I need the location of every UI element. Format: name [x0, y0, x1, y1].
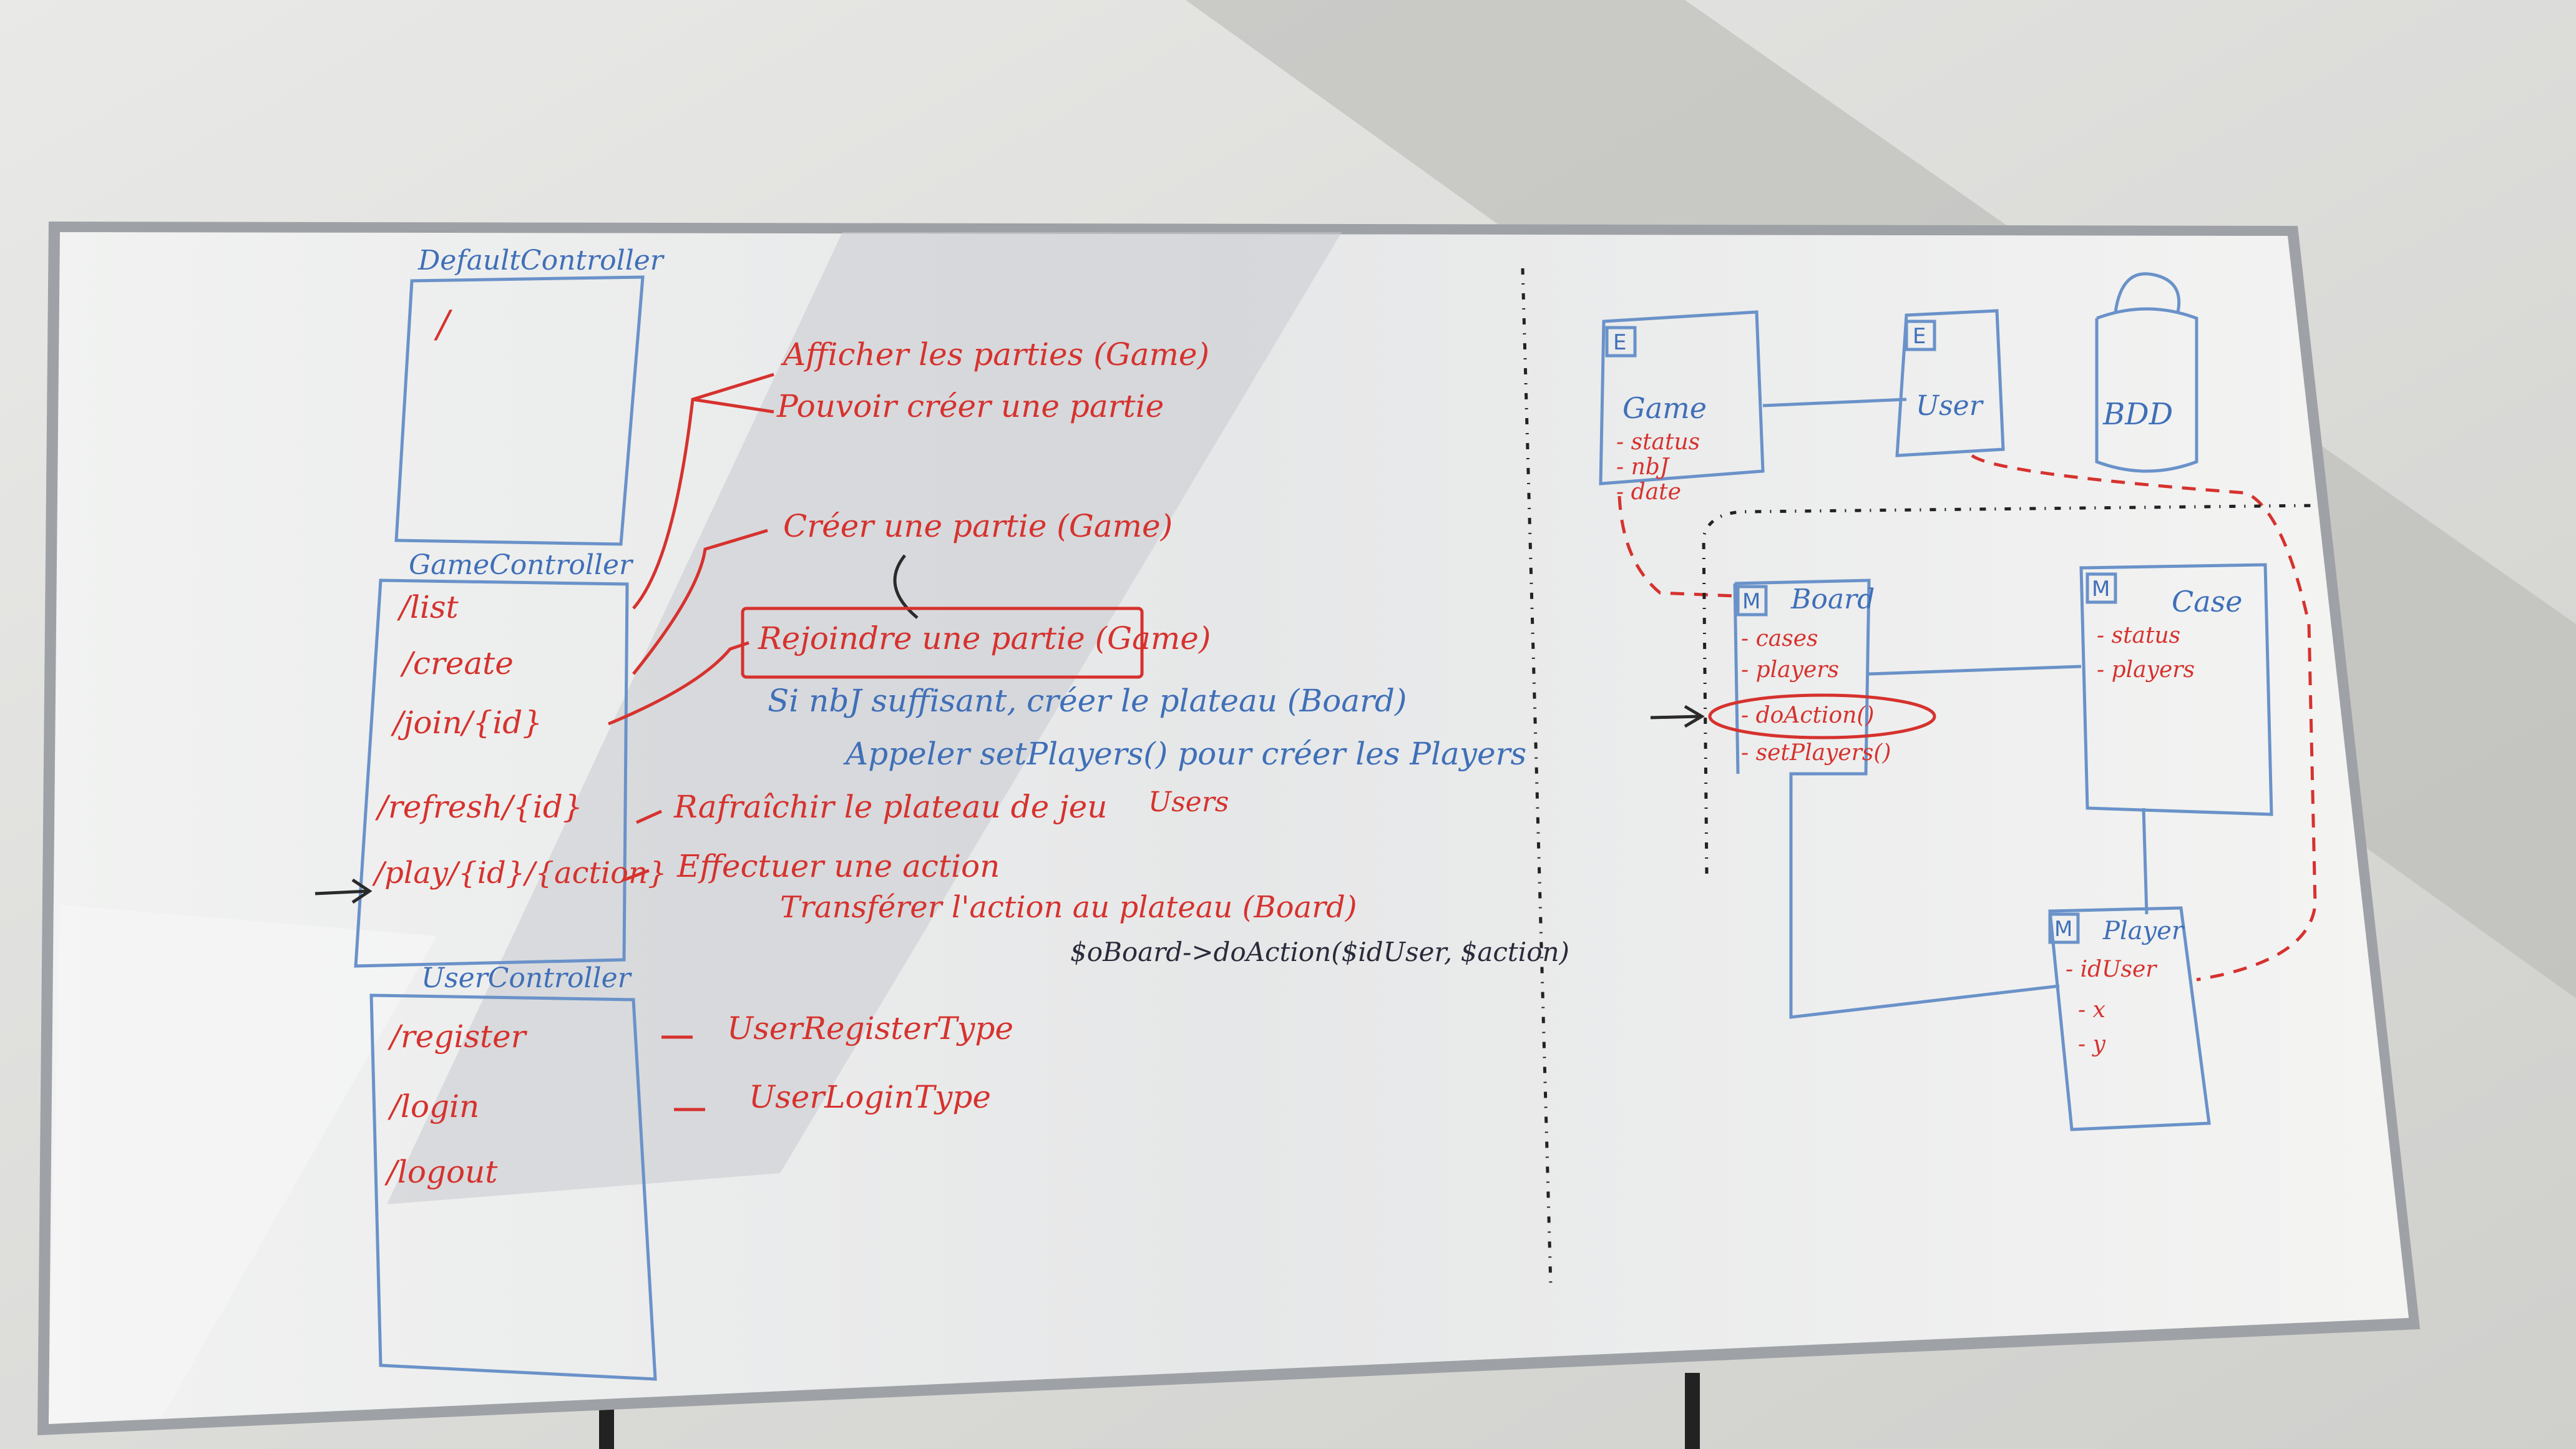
- user-entity-tag: E: [1913, 324, 1926, 349]
- route-create: /create: [400, 645, 514, 681]
- note-play-3: $oBoard->doAction($idUser, $action): [1070, 937, 1569, 967]
- arrow-list-notes: [632, 373, 774, 610]
- user-entity-title: User: [1916, 390, 1984, 422]
- note-join-1: Rejoindre une partie (Game): [758, 620, 1211, 656]
- game-entity-tag-box: [1605, 326, 1637, 358]
- arrow-refresh-notes: [635, 809, 663, 824]
- route-join: /join/{id}: [391, 705, 542, 741]
- game-entity-tag: E: [1613, 330, 1626, 355]
- player-field-y: - y: [2078, 1032, 2106, 1057]
- note-play-2: Transférer l'action au plateau (Board): [780, 890, 1357, 925]
- user-controller-box: [369, 993, 657, 1381]
- note-join-4: Users: [1148, 786, 1229, 818]
- doaction-arrow: [1650, 705, 1705, 728]
- board-doaction-highlight: [1708, 693, 1936, 739]
- case-model-tag: M: [2092, 577, 2110, 602]
- game-entity-title: Game: [1622, 391, 1707, 425]
- note-create-1: Créer une partie (Game): [783, 508, 1173, 544]
- player-model-box: [2048, 906, 2211, 1131]
- note-refresh-1: Rafraîchir le plateau de jeu: [673, 789, 1107, 825]
- player-field-iduser: - idUser: [2066, 957, 2157, 982]
- join-note-box: [741, 607, 1144, 679]
- game-entity-box: [1599, 310, 1765, 485]
- board-field-players: - players: [1741, 657, 1839, 683]
- game-field-status: - status: [1616, 429, 1700, 455]
- arrow-create-notes: [632, 529, 768, 675]
- board-method-doaction: - doAction(): [1741, 703, 1874, 728]
- game-field-nbj: - nbJ: [1616, 454, 1671, 480]
- note-register-type: UserRegisterType: [727, 1010, 1013, 1046]
- route-play: /play/{id}/{action}: [372, 856, 667, 890]
- board-model-tag: M: [1742, 589, 1760, 614]
- case-model-title: Case: [2172, 585, 2242, 618]
- note-play-1: Effectuer une action: [676, 848, 1000, 884]
- game-controller-box: [354, 578, 629, 968]
- arrow-play-notes: [623, 869, 650, 882]
- note-list-1: Afficher les parties (Game): [781, 336, 1209, 373]
- bdd-label: BDD: [2102, 397, 2173, 432]
- user-controller-title: UserController: [421, 962, 633, 994]
- case-model-tag-box: [2086, 572, 2117, 604]
- case-player-link: [2142, 807, 2149, 915]
- play-marker-arrow: [315, 878, 373, 904]
- note-join-3: Appeler setPlayers() pour créer les Play…: [843, 736, 1526, 772]
- board-model-left-edge: [1733, 583, 1740, 774]
- note-create-hook: [893, 554, 919, 619]
- note-login-type: UserLoginType: [749, 1079, 991, 1115]
- route-refresh: /refresh/{id}: [375, 789, 583, 825]
- arrow-join-notes: [608, 641, 749, 726]
- board-field-cases: - cases: [1741, 626, 1818, 651]
- player-model-title: Player: [2102, 917, 2185, 945]
- game-board-dashed-link: [1617, 495, 1735, 598]
- bright-area: [49, 905, 437, 1424]
- route-register: /register: [388, 1018, 528, 1055]
- game-field-date: - date: [1616, 479, 1681, 505]
- case-field-players: - players: [2097, 657, 2195, 683]
- default-controller-box: [394, 275, 645, 546]
- bdd-cylinder: [2095, 272, 2198, 473]
- board-case-link: [1868, 665, 2082, 676]
- case-model-box: [2079, 563, 2273, 816]
- board-model-box: [1734, 578, 2060, 1019]
- user-entity-tag-box: [1905, 320, 1936, 351]
- user-entity-box: [1895, 309, 2005, 457]
- stand-leg-right: [1685, 1373, 1700, 1449]
- default-controller-title: DefaultController: [417, 245, 665, 276]
- board-model-tag-box: [1736, 585, 1768, 617]
- player-field-x: - x: [2078, 997, 2105, 1023]
- player-model-tag: M: [2054, 917, 2072, 942]
- case-field-status: - status: [2097, 623, 2180, 648]
- route-login: /login: [388, 1088, 479, 1125]
- light-streak: [387, 232, 1342, 1204]
- route-list: /list: [397, 589, 459, 625]
- board-model-title: Board: [1790, 583, 1875, 615]
- game-user-link: [1762, 398, 1907, 407]
- player-model-tag-box: [2048, 912, 2080, 944]
- note-join-2: Si nbJ suffisant, créer le plateau (Boar…: [768, 683, 1407, 719]
- note-list-2: Pouvoir créer une partie: [776, 388, 1164, 424]
- game-controller-title: GameController: [409, 549, 634, 581]
- user-player-dashed-link: [1971, 454, 2317, 982]
- board-method-setplayers: - setPlayers(): [1741, 740, 1891, 766]
- route-logout: /logout: [384, 1154, 498, 1190]
